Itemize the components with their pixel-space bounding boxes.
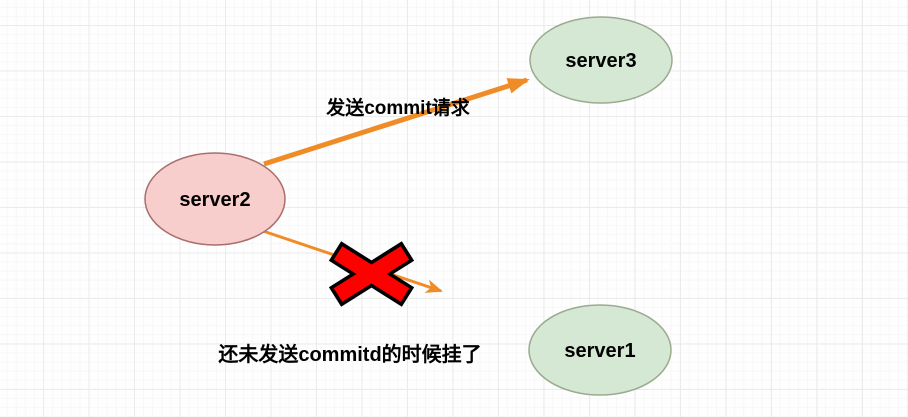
edge-commit-not-sent-label: 还未发送commitd的时候挂了 bbox=[217, 342, 481, 366]
node-server1: server1 bbox=[528, 304, 672, 396]
node-server1-label: server1 bbox=[564, 340, 635, 362]
edge-commit-request-line bbox=[263, 77, 530, 167]
edge-commit-request bbox=[263, 77, 530, 167]
node-server1-shape bbox=[528, 304, 672, 396]
node-server3-shape bbox=[529, 16, 673, 104]
failure-cross-icon bbox=[328, 241, 415, 307]
edge-commit-request-label: 发送commit请求 bbox=[325, 96, 471, 119]
failure-cross-fill bbox=[333, 246, 410, 302]
node-server2-shape bbox=[144, 152, 286, 246]
node-server3-label: server3 bbox=[565, 50, 636, 72]
node-server2-label: server2 bbox=[179, 189, 250, 211]
node-server3: server3 bbox=[529, 16, 673, 104]
node-server2: server2 bbox=[144, 152, 286, 246]
